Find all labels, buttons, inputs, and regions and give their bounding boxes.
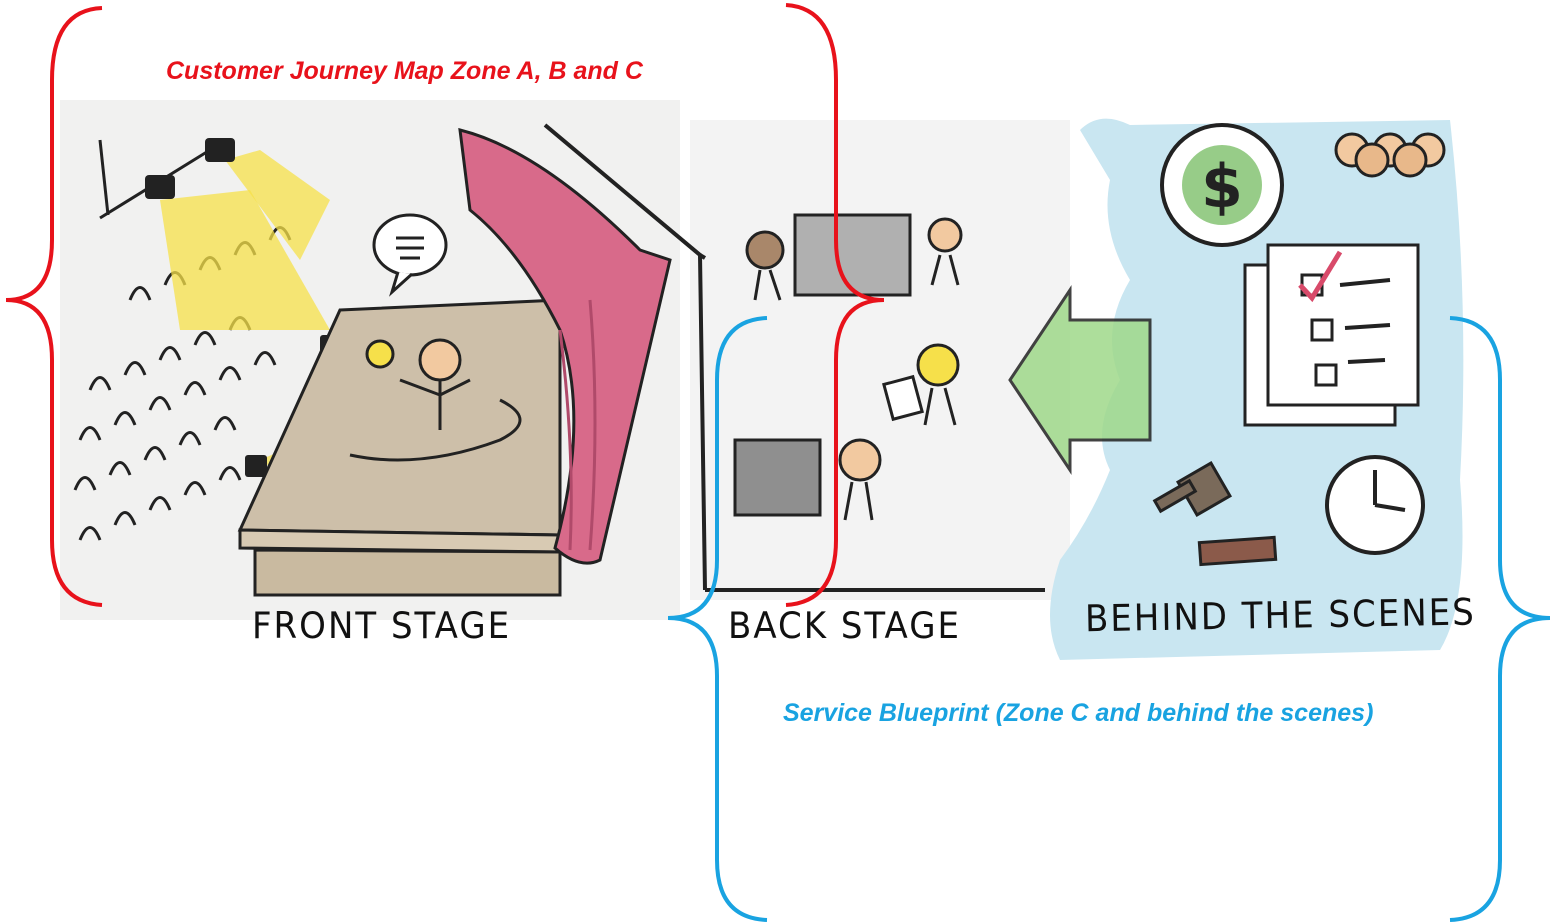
blueprint-bracket-right — [1449, 316, 1551, 922]
behind-the-scenes-label: BEHIND THE SCENES — [1084, 590, 1477, 642]
journey-bracket-right — [785, 3, 885, 607]
stage-wall — [543, 123, 1045, 592]
blueprint-bracket-left — [667, 316, 768, 922]
customer-journey-caption: Customer Journey Map Zone A, B and C — [166, 57, 643, 85]
front-stage-label: FRONT STAGE — [252, 604, 512, 648]
flow-arrow-icon — [1008, 285, 1152, 475]
clock-icon — [1325, 455, 1425, 555]
backstage-crew — [733, 213, 963, 521]
actor-figure — [365, 213, 471, 430]
back-stage-wash — [690, 120, 1070, 600]
service-blueprint-caption: Service Blueprint (Zone C and behind the… — [783, 699, 1374, 727]
curtain — [458, 128, 672, 565]
team-icon — [1334, 132, 1446, 178]
money-icon — [1160, 123, 1284, 247]
dollar-sign: $ — [1201, 152, 1243, 222]
checklist-icon — [1243, 243, 1420, 427]
hammer-icon — [1152, 460, 1278, 567]
journey-bracket-left — [5, 6, 103, 607]
back-stage-label: BACK STAGE — [728, 604, 962, 648]
stage-platform — [237, 298, 562, 597]
